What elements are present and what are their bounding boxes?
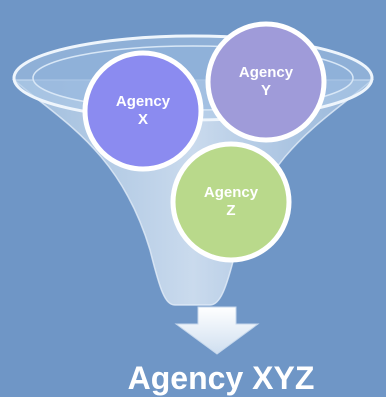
agency-x-label-line1: Agency (116, 93, 171, 110)
agency-z-label-line1: Agency (204, 184, 259, 201)
agency-x-label-line2: X (138, 111, 148, 128)
agency-y-label-line2: Y (261, 82, 271, 99)
agency-x-bubble: Agency X (82, 50, 204, 172)
agency-y-label-line1: Agency (239, 64, 294, 81)
result-label: Agency XYZ (128, 360, 315, 396)
agency-y-bubble: Agency Y (205, 21, 327, 143)
down-arrow-icon (174, 306, 260, 355)
agency-z-label-line2: Z (226, 202, 235, 219)
agency-z-bubble: Agency Z (170, 141, 292, 263)
